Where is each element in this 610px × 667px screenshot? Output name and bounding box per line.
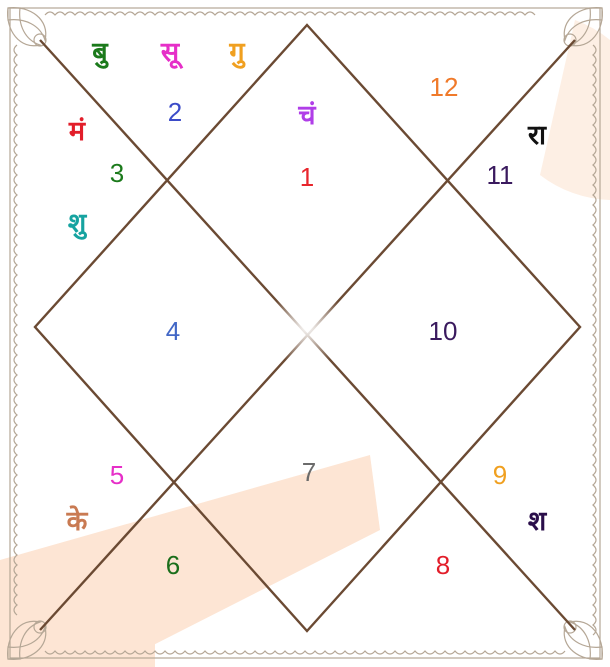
border-top-scallops [45,12,535,15]
watermark-bar [100,630,155,667]
house-number-6: 6 [166,550,180,580]
watermark-swoosh [0,455,380,667]
planet-ketu: के [66,505,89,537]
house-number-10: 10 [429,316,458,346]
planet-chandra: चं [297,100,316,131]
house-number-8: 8 [436,550,450,580]
house-number-2: 2 [168,97,182,127]
house-number-1: 1 [300,162,314,192]
house-number-7: 7 [302,457,316,487]
corner-ornament-bottom-right [564,621,602,659]
house-number-5: 5 [110,460,124,490]
center-glow [267,287,347,367]
planet-surya: सू [160,37,184,70]
house-number-11: 11 [487,160,514,190]
planet-shani: श [528,506,548,537]
house-number-9: 9 [493,460,507,490]
planet-guru: गु [228,37,246,69]
house-number-4: 4 [166,316,180,346]
border-left-scallops [14,45,17,615]
planet-budh: बु [91,37,109,69]
house-number-3: 3 [110,158,124,188]
planet-shukra: शु [68,208,88,240]
house-number-12: 12 [430,72,459,102]
planet-mangal: मं [68,116,86,147]
planet-rahu: रा [527,120,547,151]
